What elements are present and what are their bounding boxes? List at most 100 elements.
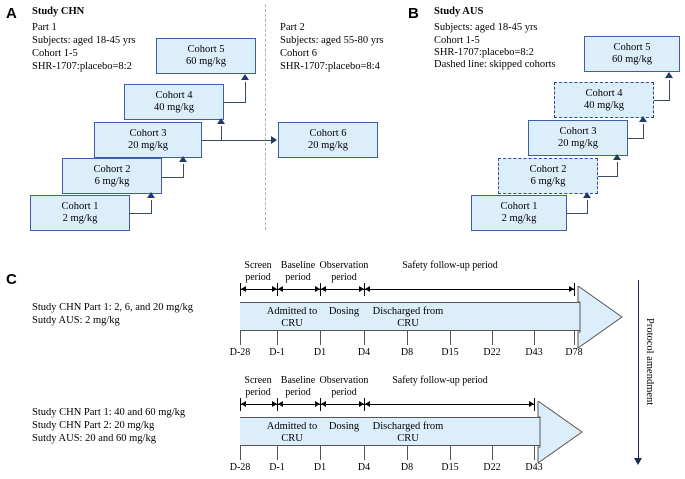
panel-a-connector-1-2-v: [151, 200, 152, 214]
timeline-2-period-2-text: Observation period: [319, 375, 369, 398]
timeline-1-bracket-2-right-arrow: [359, 285, 364, 292]
panel-b-cohort-5-name: Cohort 5: [613, 42, 651, 53]
panel-b-cohort-1-dose: 2 mg/kg: [501, 213, 537, 224]
timeline-2-event-1: Dosing: [329, 421, 359, 433]
panel-b-arrow-1-2: [583, 192, 591, 198]
timeline-2-period-2-label: Observation period: [313, 375, 375, 398]
panel-b-connector-1-2-v: [587, 200, 588, 214]
timeline-2-tick-label-4: D8: [400, 462, 414, 473]
timeline-1-tick-7: [534, 331, 535, 345]
panel-a-cohort-2-box: Cohort 2 6 mg/kg: [62, 158, 162, 194]
timeline-1-tick-4: [407, 331, 408, 345]
timeline-2-tick-0: [240, 446, 241, 460]
panel-b-cohort-4-name: Cohort 4: [585, 88, 623, 99]
panel-a-connector-4-5-v: [245, 82, 246, 103]
panel-a-connector-3-4-v: [221, 126, 222, 141]
timeline-1-tick-label-3: D4: [357, 347, 371, 358]
timeline-2-tick-7: [534, 446, 535, 460]
timeline-2-tick-2: [320, 446, 321, 460]
panel-a-cohort-3-box: Cohort 3 20 mg/kg: [94, 122, 202, 158]
panel-a-cohort-4-name: Cohort 4: [155, 90, 193, 101]
panel-b-cohort-3-dose: 20 mg/kg: [558, 138, 598, 149]
timeline-2-bracket-cap-3: [364, 398, 365, 411]
timeline-1-bracket-1: [278, 289, 320, 290]
timeline-2-event-2-text: Discharged from CRU: [372, 421, 444, 444]
timeline-1-period-2-label: Observation period: [313, 260, 375, 283]
timeline-2-description-line-1: Study CHN Part 2: 20 mg/kg: [32, 420, 155, 431]
panel-b-line-2: SHR-1707:placebo=8:2: [434, 47, 534, 58]
panel-b-arrow-3-4: [639, 116, 647, 122]
timeline-1-period-2-text: Observation period: [319, 260, 369, 283]
timeline-2-arrow-head: [537, 401, 583, 463]
panel-b-cohort-2-box: Cohort 2 6 mg/kg: [498, 158, 598, 194]
panel-a-cohort-3-name: Cohort 3: [129, 128, 167, 139]
timeline-1-bracket-0-left-arrow: [241, 285, 246, 292]
timeline-2-period-1-text: Baseline period: [280, 375, 316, 398]
panel-a-connector-4-5-h: [224, 102, 246, 103]
timeline-2-bracket-3-left-arrow: [365, 400, 370, 407]
timeline-1-period-1-label: Baseline period: [274, 260, 322, 283]
timeline-2-bracket-3: [365, 404, 534, 405]
timeline-2-tick-label-0: D-28: [229, 462, 251, 473]
timeline-2-tick-label-5: D15: [441, 462, 459, 473]
timeline-1-tick-5: [450, 331, 451, 345]
protocol-amendment-line: [638, 280, 639, 460]
timeline-1-event-0: Admitted to CRU: [263, 306, 321, 330]
timeline-2-tick-5: [450, 446, 451, 460]
timeline-1-bracket-3-right-arrow: [569, 285, 574, 292]
timeline-2-description-line-2: Sutdy AUS: 20 and 60 mg/kg: [32, 433, 156, 444]
timeline-2-tick-3: [364, 446, 365, 460]
panel-a-connector-3-6-h: [202, 140, 272, 141]
panel-b-connector-2-3-h: [598, 176, 618, 177]
timeline-1-period-0-text: Screen period: [244, 260, 272, 283]
timeline-1-event-1: Dosing: [329, 306, 359, 318]
timeline-1-description-line-1: Sutdy AUS: 2 mg/kg: [32, 315, 120, 326]
timeline-1-period-1-text: Baseline period: [280, 260, 316, 283]
panel-a-part2-line-0: Part 2: [280, 22, 305, 33]
timeline-1-tick-label-6: D22: [483, 347, 501, 358]
panel-b-connector-3-4-v: [643, 124, 644, 139]
timeline-2-description-line-0: Study CHN Part 1: 40 and 60 mg/kg: [32, 407, 186, 418]
timeline-1-bracket-3: [365, 289, 574, 290]
panel-b-cohort-5-dose: 60 mg/kg: [612, 54, 652, 65]
panel-b-connector-1-2-h: [567, 213, 588, 214]
panel-b-connector-3-4-h: [628, 138, 644, 139]
timeline-2-event-1-text: Dosing: [328, 421, 360, 432]
timeline-2-bracket-cap-2: [320, 398, 321, 411]
panel-b-cohort-1-box: Cohort 1 2 mg/kg: [471, 195, 567, 231]
timeline-1-arrow-body: [240, 302, 580, 331]
panel-a-part1-line-1: Subjects: aged 18-45 yrs: [32, 35, 136, 46]
timeline-1-tick-2: [320, 331, 321, 345]
panel-b-cohort-5-box: Cohort 5 60 mg/kg: [584, 36, 680, 72]
panel-a-part2-line-3: SHR-1707:placebo=8:4: [280, 61, 380, 72]
timeline-1-bracket-2-left-arrow: [321, 285, 326, 292]
timeline-2-bracket-cap-0: [240, 398, 241, 411]
timeline-2-period-3-label: Safety follow-up period: [392, 375, 488, 387]
timeline-2-event-2: Discharged from CRU: [372, 421, 444, 445]
panel-b-cohort-1-name: Cohort 1: [500, 201, 538, 212]
panel-a-part-separator: [265, 4, 266, 230]
panel-a-cohort-4-dose: 40 mg/kg: [154, 102, 194, 113]
panel-b-arrow-4-5: [665, 72, 673, 78]
timeline-2-period-1-label: Baseline period: [274, 375, 322, 398]
timeline-1-bracket-cap-3: [364, 283, 365, 296]
panel-label-a: A: [6, 5, 17, 22]
panel-b-connector-2-3-v: [617, 162, 618, 177]
panel-b-connector-4-5-v: [669, 80, 670, 101]
timeline-1-tick-label-7: D43: [525, 347, 543, 358]
panel-a-arrow-3-6: [271, 136, 277, 144]
panel-a-part2-line-2: Cohort 6: [280, 48, 318, 59]
panel-label-c: C: [6, 271, 17, 288]
panel-a-connector-2-3-v: [183, 164, 184, 178]
timeline-2-arrow-body: [240, 417, 540, 446]
timeline-1-tick-label-0: D-28: [229, 347, 251, 358]
timeline-2-bracket-2-right-arrow: [359, 400, 364, 407]
panel-a-title: Study CHN: [32, 6, 85, 17]
panel-a-cohort-6-dose: 20 mg/kg: [308, 140, 348, 151]
timeline-1-period-3-text: Safety follow-up period: [402, 260, 498, 271]
panel-b-connector-4-5-h: [654, 100, 670, 101]
timeline-1-tick-label-8: D78: [565, 347, 583, 358]
timeline-1-tick-3: [364, 331, 365, 345]
timeline-1-bracket-0: [241, 289, 277, 290]
timeline-1-bracket-cap-2: [320, 283, 321, 296]
